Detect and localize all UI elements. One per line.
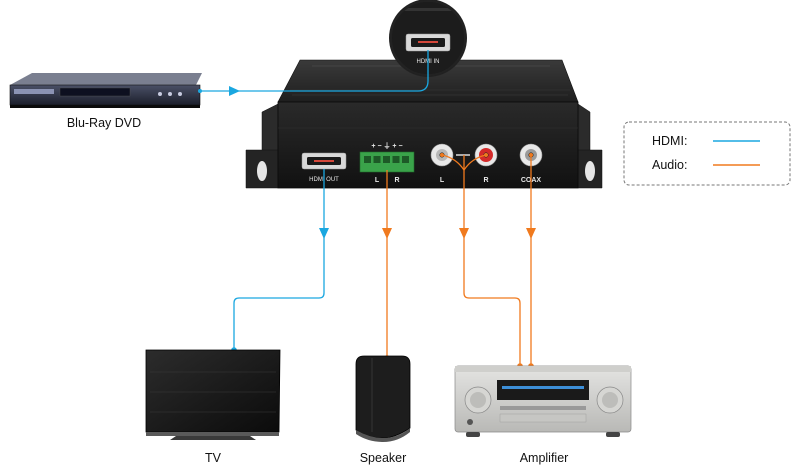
speaker-terminal-block xyxy=(359,151,415,173)
terminal-r-label: R xyxy=(394,177,399,184)
amplifier-label: Amplifier xyxy=(520,451,569,465)
hdmi-line-tv xyxy=(233,169,325,350)
arrow-hdmi-out xyxy=(319,228,329,239)
arrow-coax xyxy=(526,228,536,239)
audio-extractor: HDMI OUT + − ⏚ + − L R L R xyxy=(245,59,603,189)
speaker-device xyxy=(355,355,411,442)
speaker-label: Speaker xyxy=(360,451,407,465)
tv-label: TV xyxy=(205,451,222,465)
source-connect-dot xyxy=(198,89,202,93)
rca-l-label: L xyxy=(440,177,445,184)
legend xyxy=(623,121,791,186)
terminal-polarity-signs: + − ⏚ + − xyxy=(371,142,402,150)
bluray-label: Blu-Ray DVD xyxy=(67,116,141,130)
legend-hdmi-label: HDMI: xyxy=(652,134,687,148)
audio-line-rca-branch xyxy=(441,154,465,171)
bluray-player xyxy=(9,73,202,108)
rca-r-dot xyxy=(484,153,488,157)
arrow-hdmi-in xyxy=(229,86,240,96)
legend-audio-label: Audio: xyxy=(652,158,687,172)
tv-device xyxy=(145,349,281,440)
audio-line-rca xyxy=(463,155,521,366)
amplifier-device xyxy=(454,365,632,437)
terminal-l-label: L xyxy=(375,177,380,184)
arrow-rca xyxy=(459,228,469,239)
audio-connections xyxy=(386,154,532,366)
arrow-speaker xyxy=(382,228,392,239)
rca-r-label: R xyxy=(483,177,488,184)
hdmi-line-source xyxy=(200,50,429,92)
audio-line-rca-branch-r xyxy=(463,154,487,171)
rca-l-dot xyxy=(440,153,444,157)
coax-dot xyxy=(529,153,533,157)
hdmi-connections xyxy=(200,50,429,350)
hdmi-out-port xyxy=(301,152,347,170)
